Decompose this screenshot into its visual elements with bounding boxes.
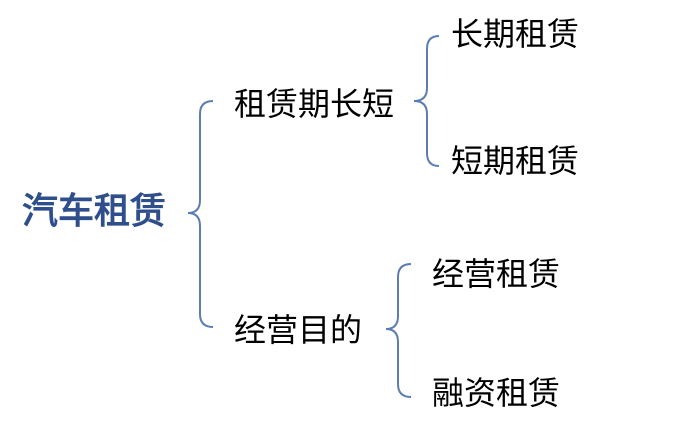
leaf-node-1-2: 短期租赁 bbox=[451, 142, 580, 180]
leaf-node-2-2: 融资租赁 bbox=[432, 374, 561, 412]
branch-bracket-2 bbox=[385, 263, 412, 398]
branch-node-1: 租赁期长短 bbox=[234, 85, 395, 123]
leaf-node-1-1: 长期租赁 bbox=[451, 15, 580, 53]
leaf-node-2-1: 经营租赁 bbox=[432, 255, 561, 293]
branch-node-2: 经营目的 bbox=[234, 311, 363, 349]
root-bracket bbox=[187, 100, 214, 328]
branch-bracket-1 bbox=[413, 35, 440, 167]
root-node: 汽车租赁 bbox=[22, 191, 167, 232]
